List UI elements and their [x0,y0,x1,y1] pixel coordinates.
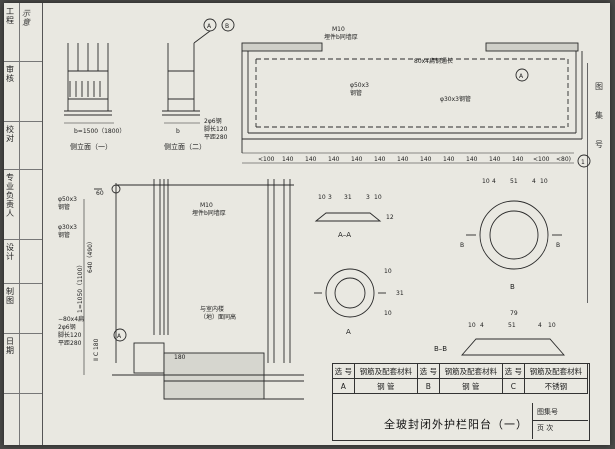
title-sidebar: 工程 示意 审核 校对 专业负责人 设计 制图 日期 [4,3,43,445]
svg-text:（地）面同高: （地）面同高 [200,313,236,321]
detail-aa [314,212,382,222]
svg-text:60: 60 [96,190,104,197]
svg-text:φ50x3: φ50x3 [58,196,77,203]
sidebar-cell-review: 审核 [4,61,42,122]
svg-text:平距280: 平距280 [58,340,82,347]
svg-text:51: 51 [510,178,518,185]
drawing-canvas: b=1500（1800） 侧立面（一） b 2φ6钢 脚长120 平距280 侧… [58,18,591,400]
svg-text:B: B [225,23,229,30]
sidebar-cell-draw: 制图 [4,283,42,334]
svg-text:3: 3 [366,194,370,201]
svg-text:φ30x3钢管: φ30x3钢管 [440,95,471,103]
svg-text:12: 12 [386,214,394,221]
svg-text:140: 140 [466,156,478,163]
svg-text:脚长120: 脚长120 [58,331,82,339]
sidebar-cell-project: 工程 示意 [4,3,42,62]
svg-text:640（490）: 640（490） [87,238,94,273]
svg-text:B: B [556,242,560,249]
svg-text:31: 31 [344,194,352,201]
side-view-2 [162,18,235,124]
svg-text:4: 4 [480,322,484,329]
svg-text:与室内楼: 与室内楼 [200,305,224,313]
svg-text:Ⅱ C 180: Ⅱ C 180 [93,338,100,361]
svg-text:1: 1 [581,159,585,166]
detail-b [466,200,562,270]
svg-text:<100: <100 [533,156,550,163]
svg-text:钢管: 钢管 [58,203,70,211]
svg-text:4: 4 [532,178,536,185]
svg-text:140: 140 [512,156,524,163]
svg-text:钢管: 钢管 [350,89,362,97]
svg-text:10: 10 [384,310,392,317]
svg-text:M10: M10 [332,26,345,33]
svg-text:脚长120: 脚长120 [204,125,228,133]
atlas-number-label: 图集号 [537,408,558,416]
svg-text:10: 10 [318,194,326,201]
svg-text:140: 140 [328,156,340,163]
detail-bb [461,338,565,356]
svg-text:侧立面（一）: 侧立面（一） [70,142,112,151]
svg-text:140: 140 [489,156,501,163]
svg-text:A: A [346,328,351,336]
svg-text:140: 140 [420,156,432,163]
svg-text:2φ6钢: 2φ6钢 [204,117,222,125]
svg-text:−80x4扁: −80x4扁 [58,315,84,323]
svg-text:31: 31 [396,290,404,297]
svg-text:2φ6钢: 2φ6钢 [58,323,76,331]
svg-text:4: 4 [538,322,542,329]
page-label: 页 次 [537,424,554,432]
svg-text:140: 140 [305,156,317,163]
svg-text:79: 79 [510,310,518,317]
drawing-title: 全玻封闭外护栏阳台（一） [384,418,528,431]
svg-text:140: 140 [397,156,409,163]
svg-text:A: A [207,23,212,30]
svg-text:埋件b同墙厚: 埋件b同墙厚 [192,209,226,217]
sidebar-cell-check: 校对 [4,121,42,170]
drawing-sheet: 工程 示意 审核 校对 专业负责人 设计 制图 日期 图 集 号 [4,3,610,445]
sidebar-cell-date: 日期 [4,333,42,394]
svg-text:钢管: 钢管 [58,231,70,239]
svg-text:140: 140 [282,156,294,163]
svg-text:180: 180 [174,354,186,361]
svg-text:φ50x3: φ50x3 [350,82,369,89]
svg-text:1=1050（1100）: 1=1050（1100） [77,262,84,313]
sidebar-cell-lead: 专业负责人 [4,169,42,240]
svg-text:侧立面（二）: 侧立面（二） [164,142,206,151]
svg-text:B: B [510,283,515,291]
side-view-1 [64,43,114,124]
svg-text:10: 10 [384,268,392,275]
svg-text:140: 140 [374,156,386,163]
svg-text:埋件b同墙厚: 埋件b同墙厚 [324,33,358,41]
svg-text:A–A: A–A [338,231,351,239]
svg-text:140: 140 [351,156,363,163]
svg-text:80x4扁钢通长: 80x4扁钢通长 [414,57,453,65]
svg-text:M10: M10 [200,202,213,209]
svg-text:10: 10 [540,178,548,185]
svg-text:平距280: 平距280 [204,134,228,141]
svg-text:b: b [176,128,180,135]
svg-text:4: 4 [492,178,496,185]
title-block [332,363,590,441]
detail-a [314,268,386,318]
right-edge-tab: 图 集 号 [587,63,610,303]
svg-text:B: B [460,242,464,249]
svg-text:3: 3 [328,194,332,201]
svg-text:10: 10 [548,322,556,329]
svg-text:10: 10 [468,322,476,329]
svg-text:A: A [519,73,524,80]
svg-text:B–B: B–B [434,345,447,353]
sidebar-cell-design: 设计 [4,239,42,284]
svg-text:<80): <80) [556,156,571,163]
svg-text:A: A [117,333,122,340]
svg-text:140: 140 [443,156,455,163]
section-view [83,179,304,400]
svg-text:10: 10 [482,178,490,185]
svg-text:10: 10 [374,194,382,201]
svg-text:φ30x3: φ30x3 [58,224,77,231]
svg-text:<100: <100 [258,156,275,163]
plan-view [241,42,591,168]
svg-text:51: 51 [508,322,516,329]
svg-text:b=1500（1800）: b=1500（1800） [74,128,125,135]
